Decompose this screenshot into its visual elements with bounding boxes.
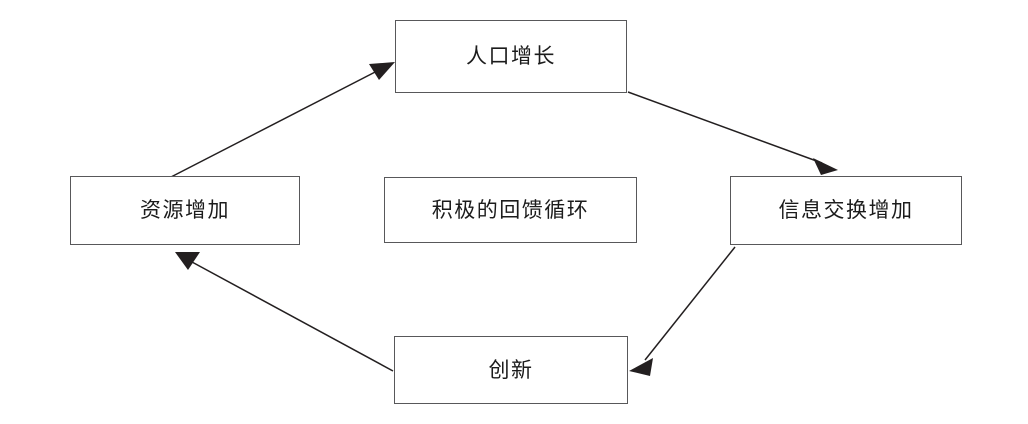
node-information-exchange-label: 信息交换增加 [778,198,914,222]
edge-population-to-information [627,91,838,175]
edge-innovation-to-resources [175,252,394,372]
node-resources[interactable]: 资源增加 [70,176,300,245]
edge-information-to-innovation [629,246,736,376]
node-feedback-loop[interactable]: 积极的回馈循环 [384,177,637,243]
node-feedback-loop-label: 积极的回馈循环 [431,197,590,222]
node-population-label: 人口增长 [466,44,556,68]
node-innovation-label: 创新 [488,357,534,382]
node-information-exchange[interactable]: 信息交换增加 [730,176,962,245]
node-resources-label: 资源增加 [140,198,230,222]
edge-resources-to-population [170,62,395,178]
node-population[interactable]: 人口增长 [395,20,627,93]
node-innovation[interactable]: 创新 [394,336,628,404]
